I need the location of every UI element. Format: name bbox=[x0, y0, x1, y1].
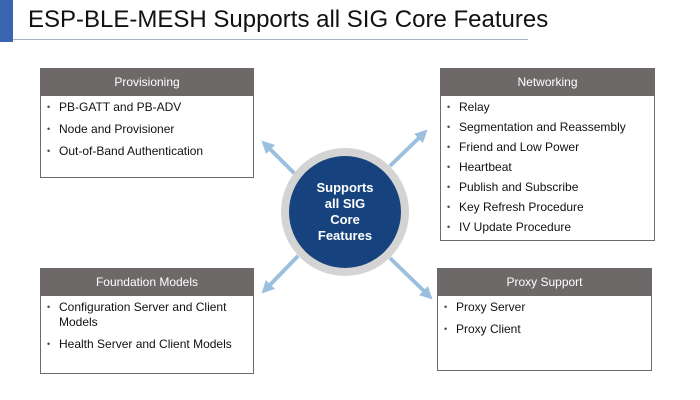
bullet-icon: • bbox=[447, 122, 451, 132]
foundation-models-box: Foundation Models •Configuration Server … bbox=[40, 268, 254, 374]
list-item: •Proxy Client bbox=[444, 322, 521, 336]
list-item: •Heartbeat bbox=[447, 160, 512, 174]
list-item: •Node and Provisioner bbox=[47, 122, 175, 136]
arrow-to-networking bbox=[388, 129, 428, 168]
proxy-support-header: Proxy Support bbox=[438, 269, 651, 296]
list-item: •Out-of-Band Authentication bbox=[47, 144, 204, 158]
bullet-icon: • bbox=[444, 324, 448, 334]
list-item: •Relay bbox=[447, 100, 490, 114]
bullet-icon: • bbox=[47, 302, 51, 312]
bullet-icon: • bbox=[444, 302, 448, 312]
bullet-icon: • bbox=[47, 102, 51, 112]
list-item: •Key Refresh Procedure bbox=[447, 200, 584, 214]
bullet-icon: • bbox=[47, 124, 51, 134]
networking-box: Networking •Relay •Segmentation and Reas… bbox=[440, 68, 655, 241]
arrow-to-foundation bbox=[261, 254, 300, 294]
bullet-icon: • bbox=[47, 146, 51, 156]
networking-header: Networking bbox=[441, 69, 654, 96]
bullet-icon: • bbox=[447, 202, 451, 212]
provisioning-box: Provisioning •PB-GATT and PB-ADV •Node a… bbox=[40, 68, 254, 178]
list-item: •IV Update Procedure bbox=[447, 220, 572, 234]
center-label: Supports all SIG Core Features bbox=[316, 180, 374, 243]
provisioning-header: Provisioning bbox=[41, 69, 253, 96]
bullet-icon: • bbox=[447, 102, 451, 112]
title-underline bbox=[13, 39, 528, 40]
bullet-icon: • bbox=[447, 182, 451, 192]
foundation-models-header: Foundation Models bbox=[41, 269, 253, 296]
center-circle: Supports all SIG Core Features bbox=[289, 156, 401, 268]
list-item: •Health Server and Client Models bbox=[47, 337, 232, 351]
slide-title: ESP-BLE-MESH Supports all SIG Core Featu… bbox=[28, 6, 549, 33]
bullet-icon: • bbox=[47, 339, 51, 349]
list-item: •Segmentation and Reassembly bbox=[447, 120, 626, 134]
list-item: •Publish and Subscribe bbox=[447, 180, 579, 194]
bullet-icon: • bbox=[447, 222, 451, 232]
arrow-to-proxy bbox=[388, 256, 433, 300]
bullet-icon: • bbox=[447, 142, 451, 152]
list-item: •PB-GATT and PB-ADV bbox=[47, 100, 182, 114]
title-accent-bar bbox=[0, 0, 13, 42]
bullet-icon: • bbox=[447, 162, 451, 172]
arrow-to-provisioning bbox=[261, 140, 300, 179]
list-item: •Configuration Server and Client Models bbox=[47, 300, 227, 329]
proxy-support-box: Proxy Support •Proxy Server •Proxy Clien… bbox=[437, 268, 652, 371]
list-item: •Proxy Server bbox=[444, 300, 526, 314]
list-item: •Friend and Low Power bbox=[447, 140, 580, 154]
